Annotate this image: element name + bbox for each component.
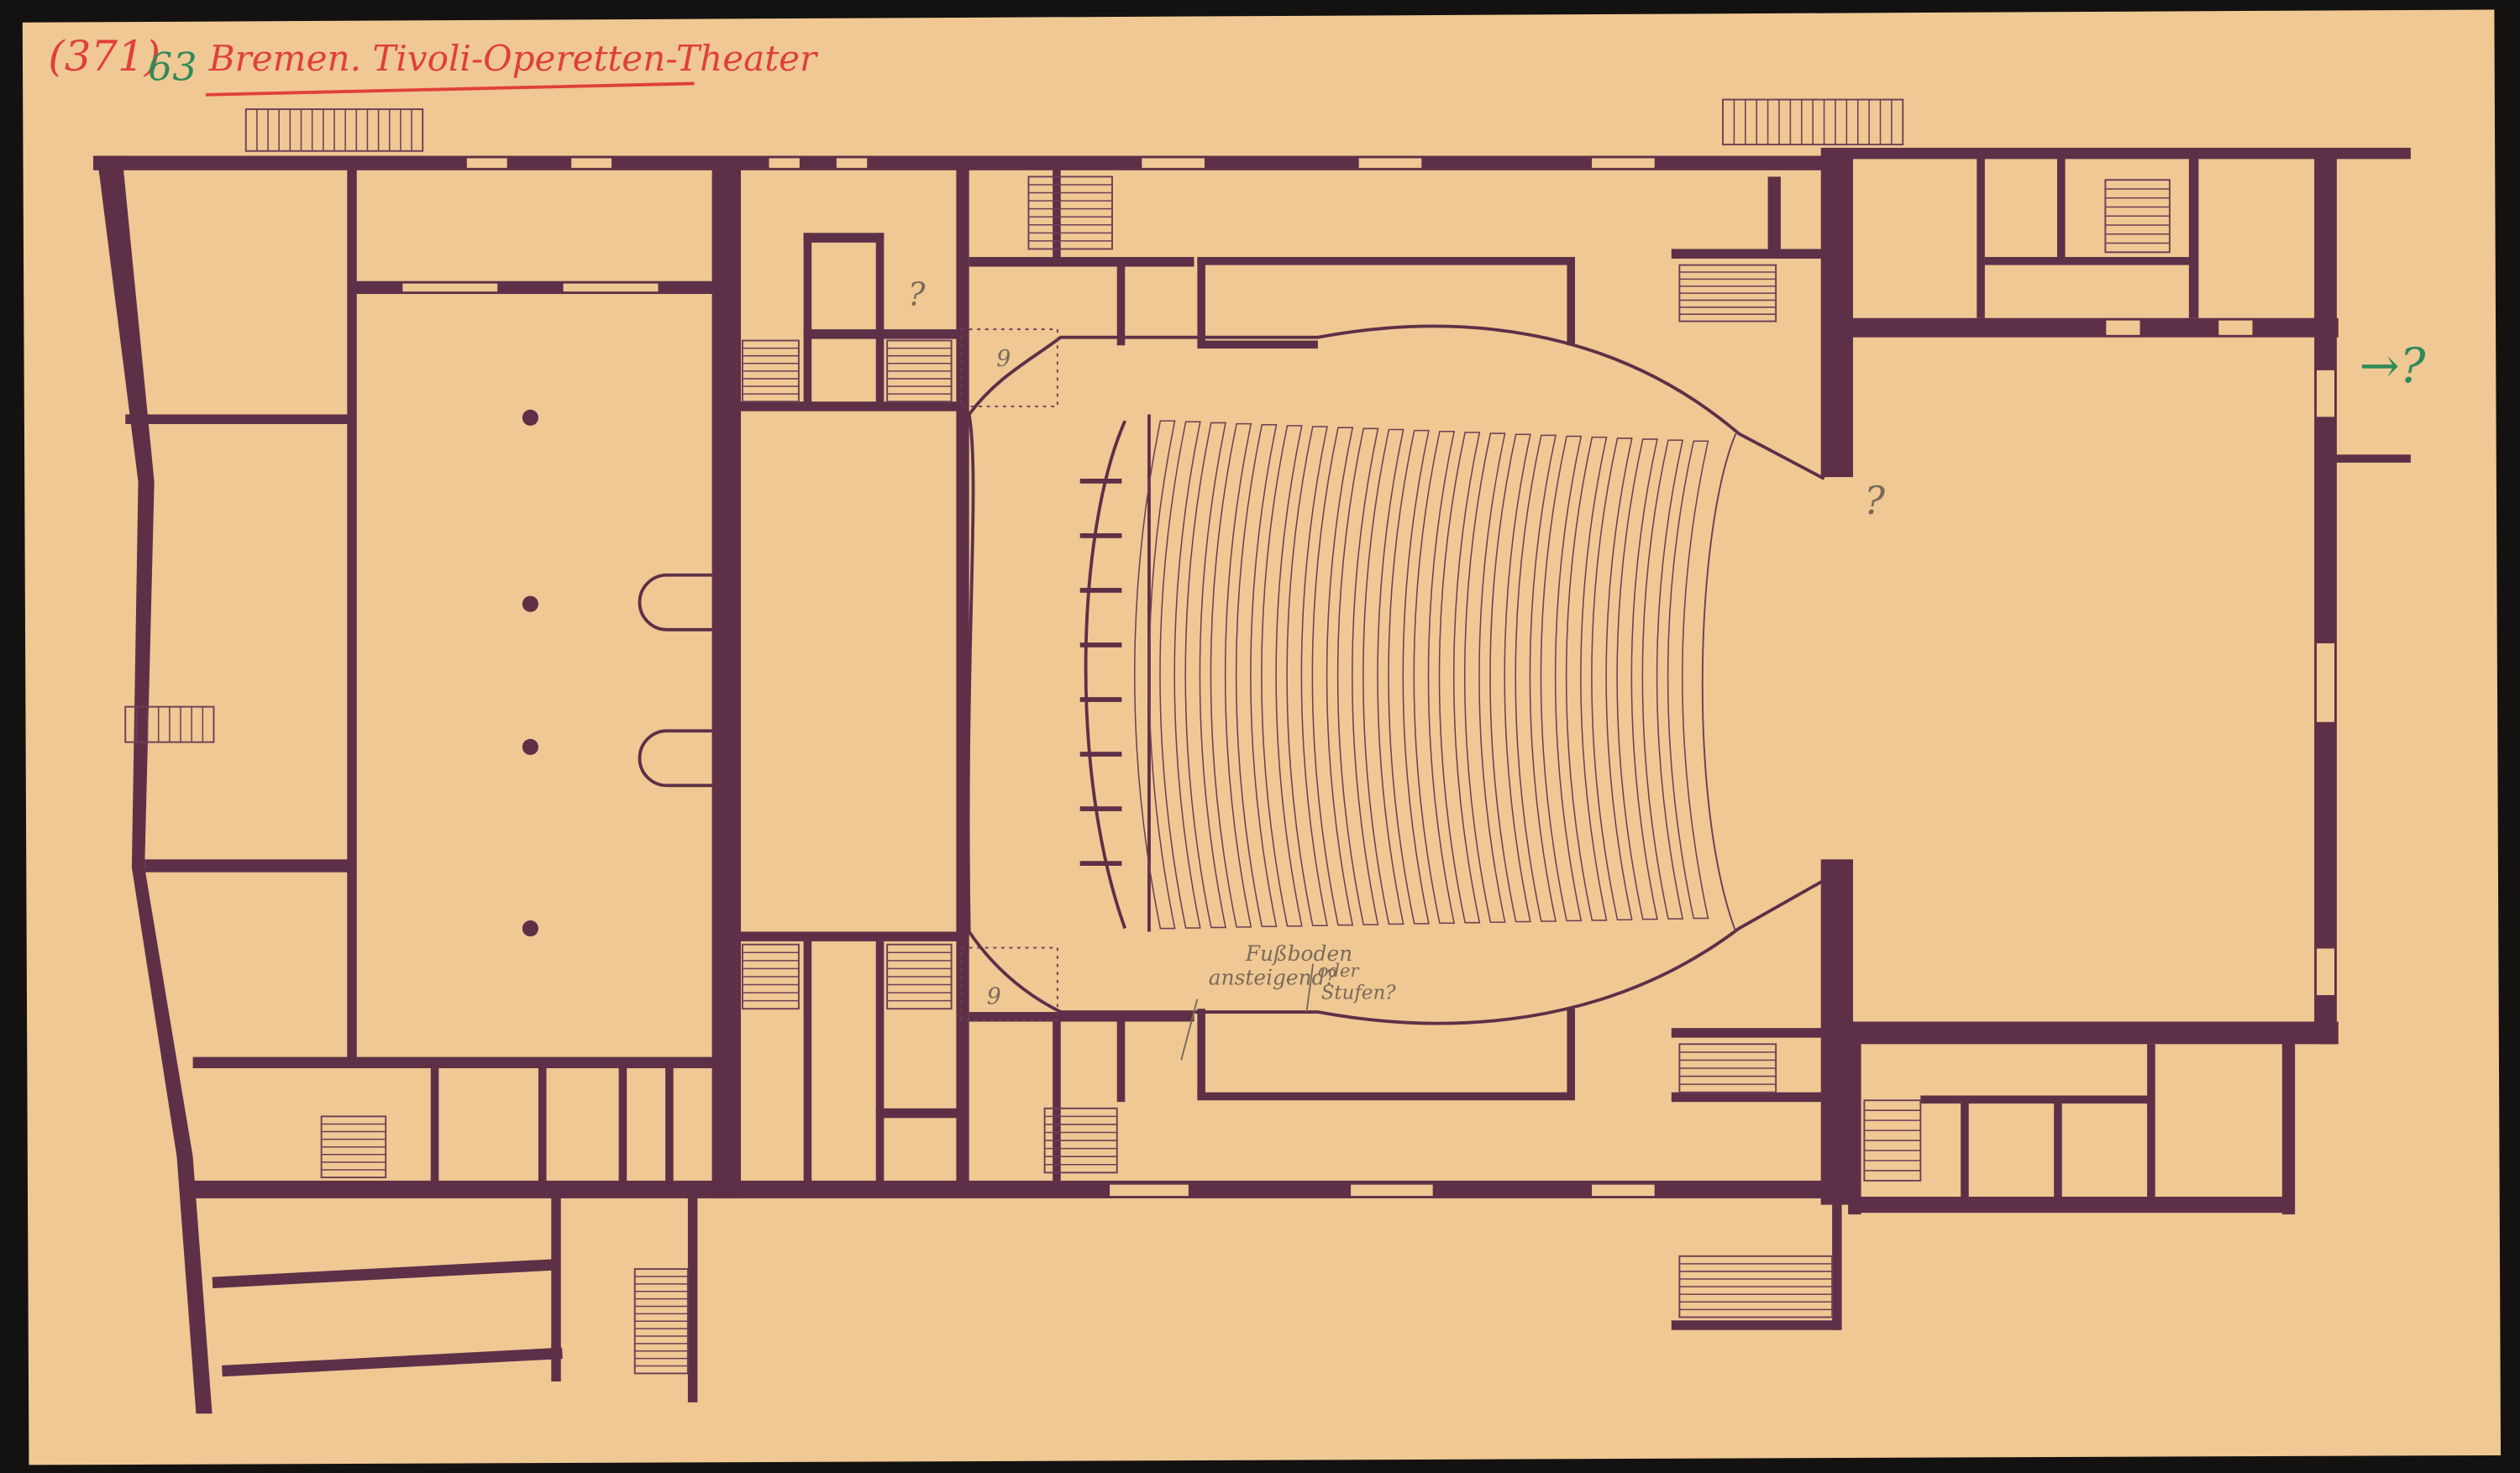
windows (401, 156, 2336, 1198)
box-divider (1079, 697, 1122, 702)
staircase (124, 705, 215, 743)
paper-sheet (22, 9, 2502, 1465)
seat-row (1641, 439, 1684, 920)
staircase (1863, 1099, 1922, 1182)
staircase (886, 339, 953, 403)
seat-row (1464, 432, 1506, 923)
box-divider (1079, 752, 1122, 757)
svg-text:(371): (371) (48, 32, 160, 81)
box-divider (1079, 861, 1122, 866)
pencil-note-line1: Fußboden (1245, 941, 1352, 966)
staircase (886, 943, 953, 1010)
seat-row (1591, 438, 1633, 921)
seat-row (1362, 428, 1404, 925)
staircase (1678, 264, 1777, 322)
box-divider (1079, 806, 1122, 811)
staircase (741, 943, 800, 1010)
staircase (2104, 179, 2171, 254)
seat-row (1565, 436, 1608, 921)
staircase (741, 339, 800, 403)
seat-row (1134, 420, 1176, 930)
box-divider (1079, 479, 1122, 484)
seat-row (1261, 425, 1303, 927)
catalog-number: (371) 63 (48, 32, 197, 89)
seat-row (1336, 427, 1379, 925)
hatched-room-label-bottom: 9 (987, 983, 1001, 1009)
seat-row (1210, 422, 1252, 928)
staircase (1678, 1255, 1834, 1318)
green-question-mark: →? (2360, 338, 2427, 394)
seat-rows (1134, 420, 1709, 930)
staircase (1678, 1043, 1777, 1093)
pencil-note-line3: oder (1318, 960, 1361, 981)
seat-row (1438, 432, 1481, 924)
staircase (1722, 98, 1904, 146)
hatched-rooms: 9 9 (960, 328, 1058, 1021)
staircase (1027, 176, 1113, 250)
seat-row (1667, 440, 1709, 920)
pencil-note-line2: ansteigend? (1209, 966, 1337, 990)
boxes (1079, 479, 1122, 866)
pencil-annotations: ? ? Fußboden ansteigend? oder Stufen? →? (908, 275, 2427, 1061)
room-question-mark: ? (908, 275, 926, 313)
seat-row (1388, 429, 1430, 925)
box-divider (1079, 588, 1122, 593)
walls (92, 147, 2411, 1414)
seat-row (1159, 421, 1201, 929)
seat-row (1184, 422, 1226, 929)
box-divider (1079, 533, 1122, 538)
seat-row (1286, 426, 1328, 926)
seat-row (1489, 433, 1531, 923)
seat-row (1616, 438, 1658, 920)
title-underline (205, 81, 695, 97)
drawing-title: Bremen. Tivoli-Operetten-Theater (208, 38, 819, 79)
seat-row (1311, 427, 1354, 926)
stairs (124, 98, 2171, 1375)
pencil-note-line4: Stufen? (1321, 983, 1397, 1004)
staircase (633, 1268, 689, 1375)
auditorium (966, 324, 1825, 1025)
staircase (244, 108, 424, 152)
stage-question-mark: ? (1864, 478, 1885, 523)
staircase (1043, 1107, 1118, 1174)
seat-row (1540, 435, 1583, 922)
hatched-room-label-top: 9 (996, 346, 1011, 372)
seat-row (1235, 423, 1278, 928)
seat-row (1515, 434, 1557, 922)
columns (522, 409, 712, 937)
svg-text:63: 63 (148, 45, 197, 90)
box-divider (1079, 642, 1122, 647)
seat-row (1413, 431, 1456, 925)
staircase (320, 1115, 387, 1179)
